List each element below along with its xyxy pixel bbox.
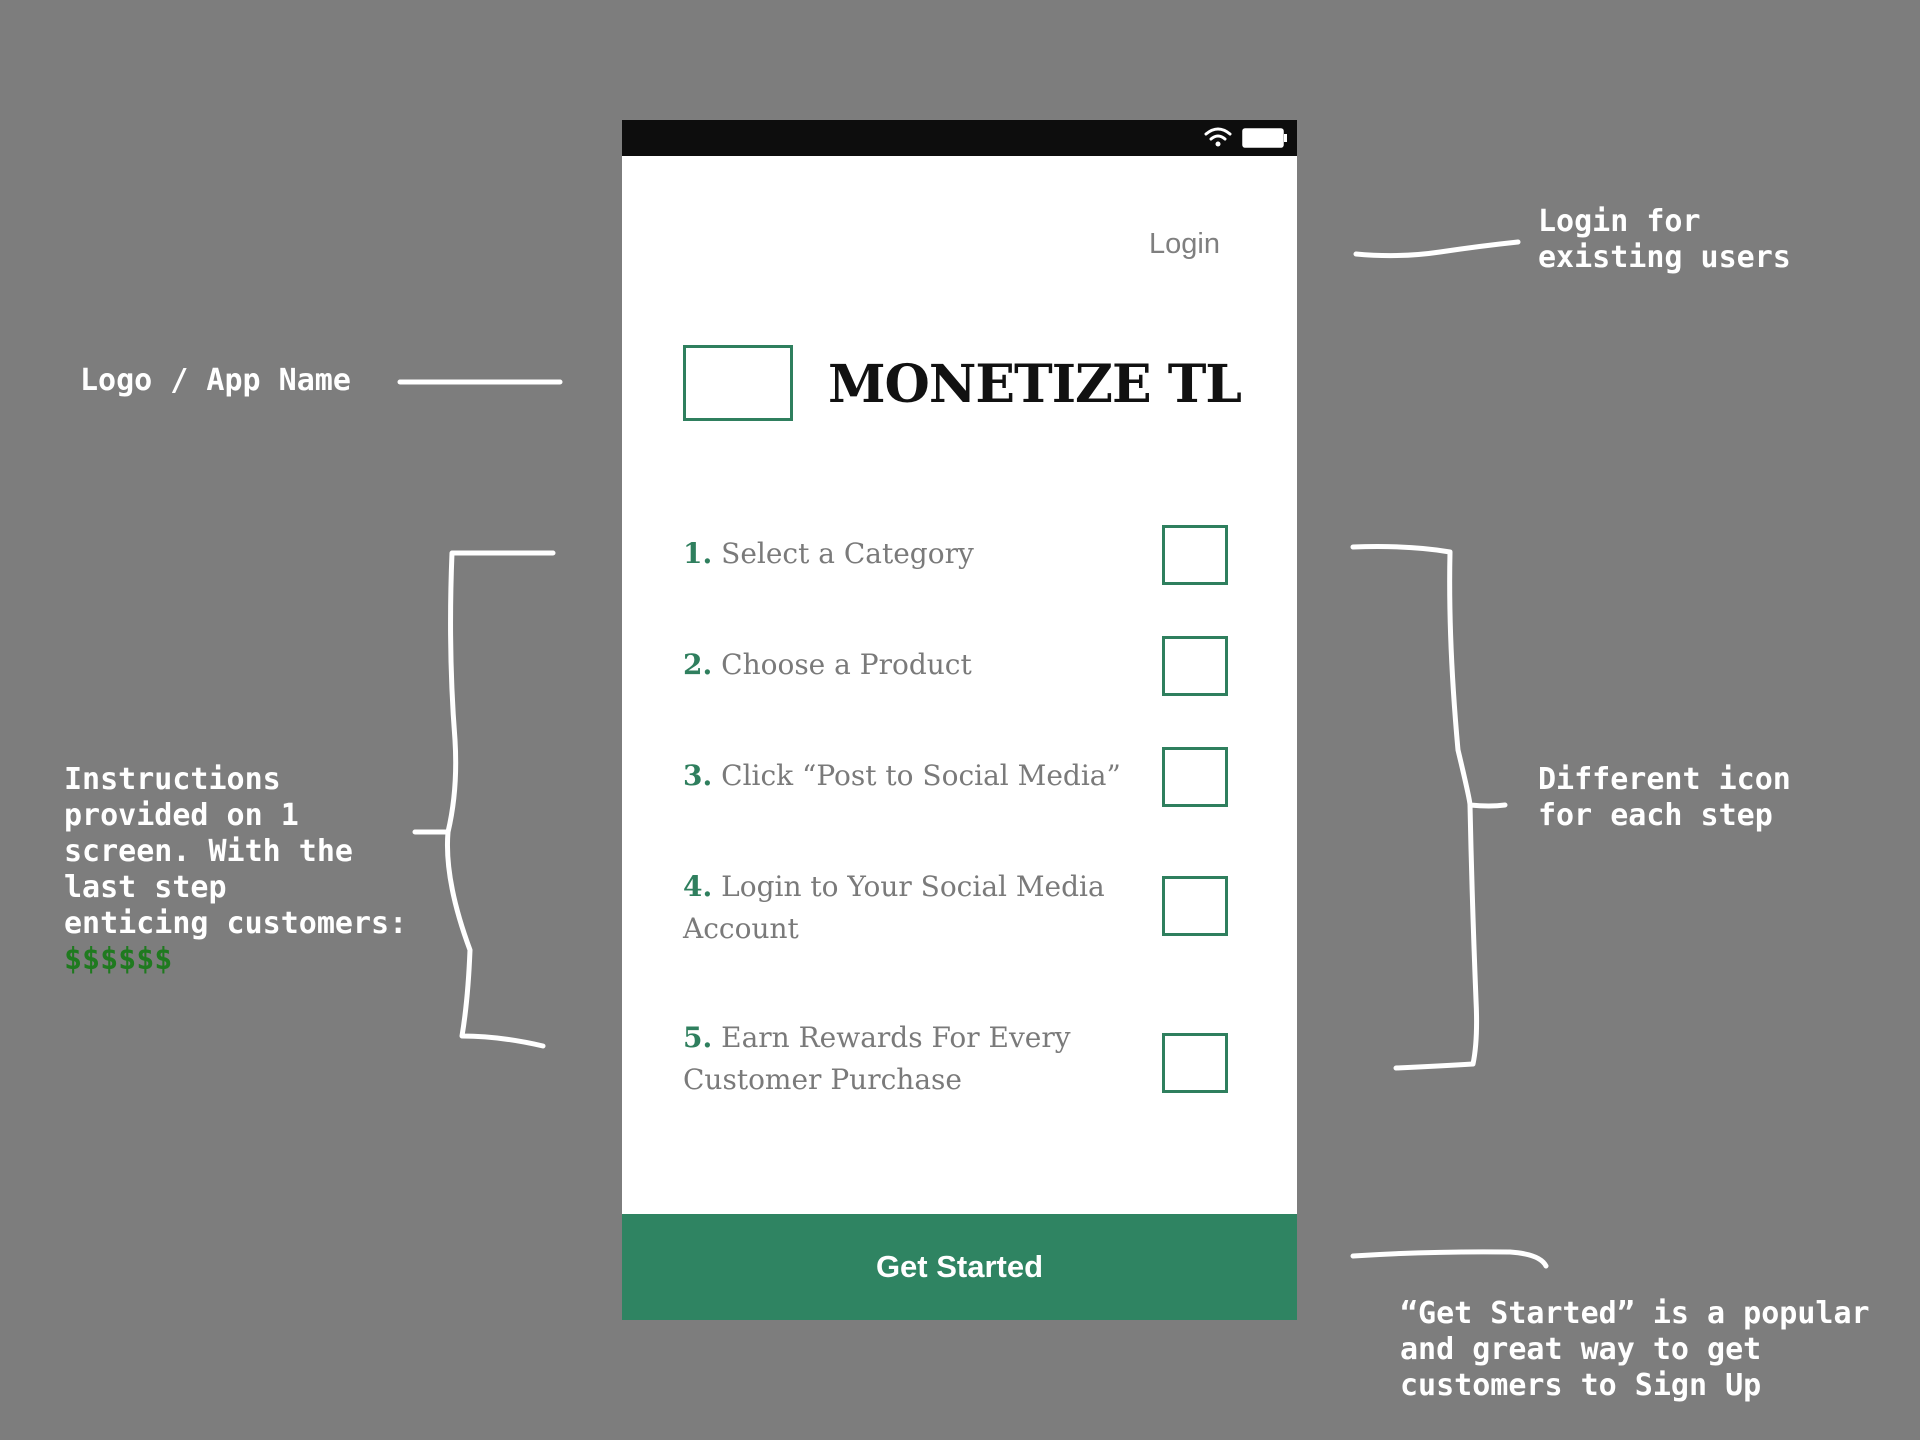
step-text: Login to Your Social Media Account (683, 870, 1105, 945)
step-number: 2. (683, 648, 713, 681)
login-pointer-line (1353, 239, 1521, 259)
step-number: 5. (683, 1021, 713, 1054)
step-2: 2. Choose a Product (683, 644, 1123, 686)
phone-screen: Login MONETIZE TL 1. Select a Category 2… (622, 120, 1297, 1320)
left-brace (412, 550, 556, 1049)
annotation-icons: Different icon for each step (1538, 762, 1791, 833)
annotation-instructions: Instructions provided on 1 screen. With … (64, 762, 408, 977)
step-2-icon (1162, 636, 1228, 696)
logo-placeholder (683, 345, 793, 421)
annotation-logo: Logo / App Name (80, 363, 351, 398)
annotation-get-started: “Get Started” is a popular and great way… (1400, 1296, 1870, 1403)
get-started-button[interactable]: Get Started (622, 1214, 1297, 1320)
step-number: 4. (683, 870, 713, 903)
step-text: Choose a Product (721, 648, 972, 681)
battery-icon (1242, 128, 1287, 148)
annotation-money: $$$$$$ (64, 942, 173, 977)
step-number: 1. (683, 537, 713, 570)
step-number: 3. (683, 759, 713, 792)
step-3-icon (1162, 747, 1228, 807)
step-text: Select a Category (721, 537, 974, 570)
step-5: 5. Earn Rewards For Every Customer Purch… (683, 1017, 1123, 1101)
step-3: 3. Click “Post to Social Media” (683, 755, 1153, 797)
login-link[interactable]: Login (1149, 228, 1220, 260)
step-text: Click “Post to Social Media” (721, 759, 1121, 792)
app-name: MONETIZE TL (828, 354, 1242, 415)
step-text: Earn Rewards For Every Customer Purchase (683, 1021, 1071, 1096)
step-1: 1. Select a Category (683, 533, 1123, 575)
get-started-pointer-line (1350, 1249, 1549, 1269)
step-4-icon (1162, 876, 1228, 936)
annotation-login: Login for existing users (1538, 204, 1791, 275)
wifi-icon (1204, 127, 1232, 147)
step-1-icon (1162, 525, 1228, 585)
step-4: 4. Login to Your Social Media Account (683, 866, 1123, 950)
right-brace (1350, 544, 1508, 1071)
step-5-icon (1162, 1033, 1228, 1093)
status-bar (622, 120, 1297, 156)
